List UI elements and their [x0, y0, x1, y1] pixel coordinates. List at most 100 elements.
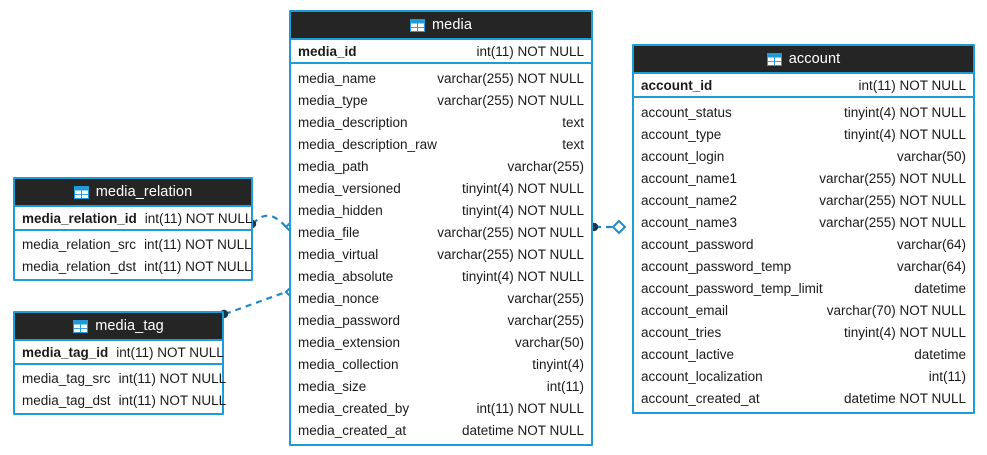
field-name: media_tag_dst	[22, 392, 111, 408]
field-type: tinyint(4) NOT NULL	[461, 180, 584, 196]
field-name: account_localization	[641, 368, 763, 384]
table-icon	[73, 185, 89, 199]
field-name: media_name	[298, 70, 377, 86]
field-name: media_virtual	[298, 246, 379, 262]
field-name: media_description	[298, 114, 408, 130]
field-name: account_name1	[641, 170, 738, 186]
entity-media-tag-header: media_tag	[15, 313, 222, 339]
field-name: media_relation_id	[22, 210, 137, 226]
field-type: varchar(255) NOT NULL	[437, 92, 584, 108]
field-type: varchar(255) NOT NULL	[437, 246, 584, 262]
field-type: text	[562, 136, 584, 152]
field-name: account_password_temp	[641, 258, 792, 274]
entity-media-relation-header: media_relation	[15, 179, 251, 205]
table-row: account_name3 varchar(255) NOT NULL	[634, 211, 973, 233]
field-type: tinyint(4) NOT NULL	[461, 202, 584, 218]
entity-media-header: media	[291, 12, 591, 38]
field-name: media_hidden	[298, 202, 383, 218]
field-type: datetime	[914, 280, 966, 296]
field-name: account_tries	[641, 324, 722, 340]
field-type: varchar(50)	[896, 148, 966, 164]
entity-media-relation-title: media_relation	[95, 184, 193, 200]
field-name: media_path	[298, 158, 369, 174]
field-type: int(11) NOT NULL	[144, 258, 252, 274]
table-row: media_name varchar(255) NOT NULL	[291, 67, 591, 89]
field-name: media_extension	[298, 334, 401, 350]
table-row: media_hidden tinyint(4) NOT NULL	[291, 199, 591, 221]
field-name: account_type	[641, 126, 722, 142]
field-name: media_password	[298, 312, 401, 328]
table-row: media_absolute tinyint(4) NOT NULL	[291, 265, 591, 287]
entity-media-pk-row: media_id int(11) NOT NULL	[291, 38, 591, 64]
table-icon	[73, 319, 89, 333]
field-type: varchar(255) NOT NULL	[819, 170, 966, 186]
field-type: varchar(255) NOT NULL	[819, 192, 966, 208]
table-row: account_password varchar(64)	[634, 233, 973, 255]
entity-account-header: account	[634, 46, 973, 72]
field-type: varchar(255) NOT NULL	[437, 70, 584, 86]
field-type: varchar(255)	[507, 312, 584, 328]
field-type: varchar(64)	[896, 258, 966, 274]
field-type: tinyint(4) NOT NULL	[843, 324, 966, 340]
table-icon	[766, 52, 782, 66]
table-row: media_password varchar(255)	[291, 309, 591, 331]
field-type: text	[562, 114, 584, 130]
field-type: varchar(255) NOT NULL	[437, 224, 584, 240]
entity-account-title: account	[788, 51, 841, 67]
table-row: media_virtual varchar(255) NOT NULL	[291, 243, 591, 265]
table-row: media_versioned tinyint(4) NOT NULL	[291, 177, 591, 199]
field-name: account_password	[641, 236, 754, 252]
entity-media-fields: media_name varchar(255) NOT NULL media_ty…	[291, 64, 591, 444]
field-type: varchar(64)	[896, 236, 966, 252]
field-name: account_name3	[641, 214, 738, 230]
field-type: int(11) NOT NULL	[144, 210, 253, 226]
field-type: tinyint(4) NOT NULL	[843, 126, 966, 142]
field-type: varchar(255)	[507, 290, 584, 306]
field-name: media_type	[298, 92, 368, 108]
field-type: varchar(255) NOT NULL	[819, 214, 966, 230]
table-row: account_type tinyint(4) NOT NULL	[634, 123, 973, 145]
entity-media-tag[interactable]: media_tag media_tag_id int(11) NOT NULL …	[13, 311, 226, 415]
field-name: account_id	[641, 77, 713, 93]
field-type: int(11) NOT NULL	[476, 43, 584, 59]
table-row: media_description text	[291, 111, 591, 133]
field-type: int(11) NOT NULL	[118, 370, 227, 386]
entity-account-pk-row: account_id int(11) NOT NULL	[634, 72, 973, 98]
field-type: int(11)	[928, 368, 966, 384]
table-row: media_description_raw text	[291, 133, 591, 155]
entity-media[interactable]: media media_id int(11) NOT NULL media_na…	[289, 10, 593, 446]
field-name: media_description_raw	[298, 136, 437, 152]
field-name: media_id	[298, 43, 357, 59]
table-row: account_localization int(11)	[634, 365, 973, 387]
field-type: tinyint(4)	[532, 356, 584, 372]
entity-media-relation[interactable]: media_relation media_relation_id int(11)…	[13, 177, 253, 281]
entity-account[interactable]: account account_id int(11) NOT NULL acco…	[632, 44, 975, 414]
field-name: media_versioned	[298, 180, 401, 196]
table-row: account_name1 varchar(255) NOT NULL	[634, 167, 973, 189]
field-name: media_absolute	[298, 268, 394, 284]
field-type: datetime NOT NULL	[843, 390, 966, 406]
field-type: varchar(70) NOT NULL	[826, 302, 966, 318]
field-name: media_relation_src	[22, 236, 137, 252]
field-type: tinyint(4) NOT NULL	[461, 268, 584, 284]
entity-media-tag-title: media_tag	[95, 318, 164, 334]
table-icon	[410, 18, 425, 32]
edge-media-to-account	[589, 219, 627, 235]
